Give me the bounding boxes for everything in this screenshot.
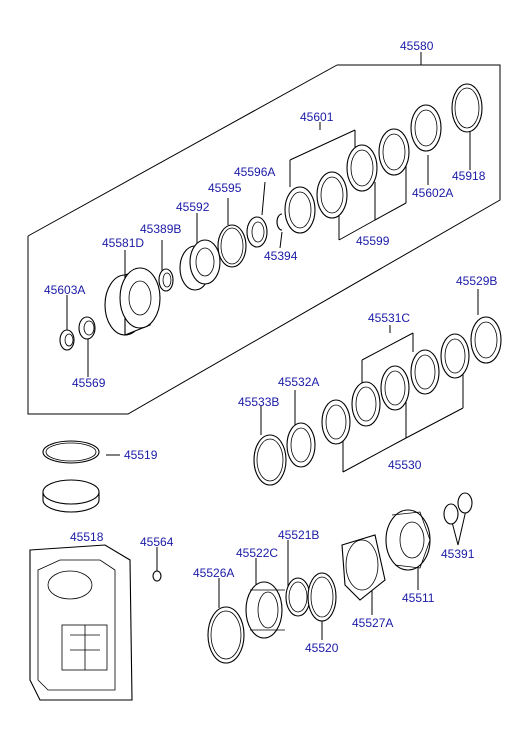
label-45532A[interactable]: 45532A xyxy=(278,375,320,389)
label-45595[interactable]: 45595 xyxy=(208,181,242,195)
label-45599[interactable]: 45599 xyxy=(356,234,390,248)
clutch-discs-45601[interactable] xyxy=(284,104,442,234)
label-45521B[interactable]: 45521B xyxy=(278,528,320,542)
label-45531C[interactable]: 45531C xyxy=(368,311,411,325)
label-45519[interactable]: 45519 xyxy=(124,448,158,462)
part-45511[interactable] xyxy=(385,509,431,571)
label-45533B[interactable]: 45533B xyxy=(238,395,280,409)
label-45522C[interactable]: 45522C xyxy=(236,546,279,560)
label-45581D[interactable]: 45581D xyxy=(102,236,145,250)
part-45522C[interactable] xyxy=(245,581,285,639)
part-45564[interactable] xyxy=(152,570,162,582)
part-45391[interactable] xyxy=(443,492,473,525)
part-45592[interactable] xyxy=(179,239,221,291)
part-45527A[interactable] xyxy=(341,534,386,601)
label-45592[interactable]: 45592 xyxy=(176,200,210,214)
label-45518[interactable]: 45518 xyxy=(70,530,104,544)
label-45529B[interactable]: 45529B xyxy=(456,274,498,288)
label-45527A[interactable]: 45527A xyxy=(352,616,394,630)
label-45601[interactable]: 45601 xyxy=(300,110,334,124)
label-45596A[interactable]: 45596A xyxy=(234,165,276,179)
part-45521B[interactable] xyxy=(285,577,311,617)
label-45603A[interactable]: 45603A xyxy=(44,283,86,297)
part-45581D[interactable] xyxy=(104,267,161,336)
transmission-case-45518[interactable] xyxy=(29,544,133,701)
assembly-frame-45580 xyxy=(27,52,501,415)
part-45529B[interactable] xyxy=(470,316,502,364)
part-45603A[interactable] xyxy=(59,329,75,351)
part-45569[interactable] xyxy=(78,316,96,340)
part-45394[interactable] xyxy=(276,213,283,231)
label-45511[interactable]: 45511 xyxy=(402,591,435,605)
leader-45530 xyxy=(342,373,464,473)
part-45519[interactable] xyxy=(42,440,100,464)
leader-45599 xyxy=(338,160,407,241)
part-45595[interactable] xyxy=(217,224,247,268)
leader-45601 xyxy=(289,122,356,187)
part-45533B[interactable] xyxy=(253,434,287,486)
part-45519-drum[interactable] xyxy=(42,479,100,513)
part-45526A[interactable] xyxy=(207,606,245,664)
label-45520[interactable]: 45520 xyxy=(305,641,339,655)
label-45580[interactable]: 45580 xyxy=(400,39,434,53)
leader-45531C xyxy=(361,325,414,383)
label-45569[interactable]: 45569 xyxy=(72,376,106,390)
label-45918[interactable]: 45918 xyxy=(452,169,486,183)
label-45530[interactable]: 45530 xyxy=(388,458,422,472)
part-45596A[interactable] xyxy=(246,216,268,248)
part-45532A[interactable] xyxy=(286,422,316,468)
part-45918[interactable] xyxy=(451,83,483,133)
label-45389B[interactable]: 45389B xyxy=(140,222,182,236)
clutch-discs-45530[interactable] xyxy=(321,333,470,445)
label-45564[interactable]: 45564 xyxy=(140,535,174,549)
label-45602A[interactable]: 45602A xyxy=(412,186,454,200)
part-45520[interactable] xyxy=(307,572,337,622)
part-45389B[interactable] xyxy=(158,268,174,292)
label-45391[interactable]: 45391 xyxy=(441,547,475,561)
label-45394[interactable]: 45394 xyxy=(264,249,298,263)
label-45526A[interactable]: 45526A xyxy=(193,566,235,580)
